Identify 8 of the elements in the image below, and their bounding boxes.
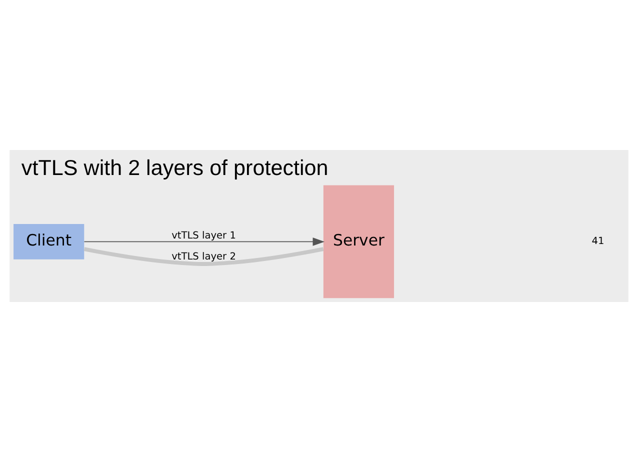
label: 41 — [592, 236, 604, 248]
node-box: Server — [323, 185, 394, 298]
connector — [84, 247, 324, 266]
arrow — [84, 238, 325, 246]
edge-label: vtTLS layer 2 — [172, 251, 236, 262]
diagram-title: vtTLS with 2 layers of protection — [21, 155, 328, 180]
node-box: Client — [14, 224, 84, 260]
edge-label: vtTLS layer 1 — [172, 230, 236, 242]
